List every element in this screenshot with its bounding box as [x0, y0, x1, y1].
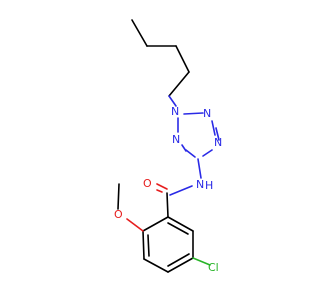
tetrazole-bond-n4-c5 [202, 149, 213, 157]
butyl-bond-3 [175, 45, 190, 73]
carbonyl-o-label: O [143, 177, 152, 190]
tetrazole-n-alkyl-label: N [171, 105, 179, 118]
butyl-n-bond [168, 95, 177, 107]
methoxy-o-bond [126, 218, 144, 232]
carbonyl-to-ring-bond [166, 192, 169, 218]
benzene-double-6 [167, 222, 189, 235]
tetrazole-double-n1-c5 [181, 144, 187, 152]
benzene-double-4 [167, 253, 190, 267]
tetrazole-n-top-label: N [203, 107, 211, 120]
structure-canvas: N N N N N H O O Cl [114, 19, 222, 274]
tetrazole-n-left-label: N [172, 133, 180, 146]
molecule-diagram: N N N N N H O O Cl [114, 19, 222, 274]
benzene-bond-2 [142, 230, 145, 260]
tetrazole-double-n3-n4 [215, 127, 220, 141]
benzene-bond-6 [167, 216, 194, 232]
carbonyl-double-bond-b [156, 183, 168, 190]
tetrazole-bond-n1-c5 [185, 149, 196, 158]
tetrazole-n-right-label: N [214, 136, 222, 149]
benzene-bond-4 [167, 257, 194, 273]
carbonyl-double-bond-a [156, 189, 163, 193]
chloro-bond [192, 257, 211, 266]
butyl-bond-4 [168, 71, 190, 97]
tetrazole-bond-n2-n3 [183, 112, 204, 115]
benzene-bond-3 [143, 258, 169, 273]
benzene-bond-1 [142, 216, 169, 232]
methoxy-methyl-bond [117, 183, 120, 210]
methoxy-o-label: O [114, 208, 123, 221]
amide-n-to-carbonyl-bond [169, 185, 193, 196]
amide-h-label: H [205, 179, 213, 192]
tetrazole-bond-n3-n4 [211, 120, 216, 136]
benzene-double-2 [147, 234, 150, 257]
ring-to-amide-n-bond [197, 158, 202, 179]
chloro-label: Cl [208, 261, 219, 274]
butyl-bond-1 [131, 19, 148, 47]
amide-n-label: N [196, 178, 204, 191]
